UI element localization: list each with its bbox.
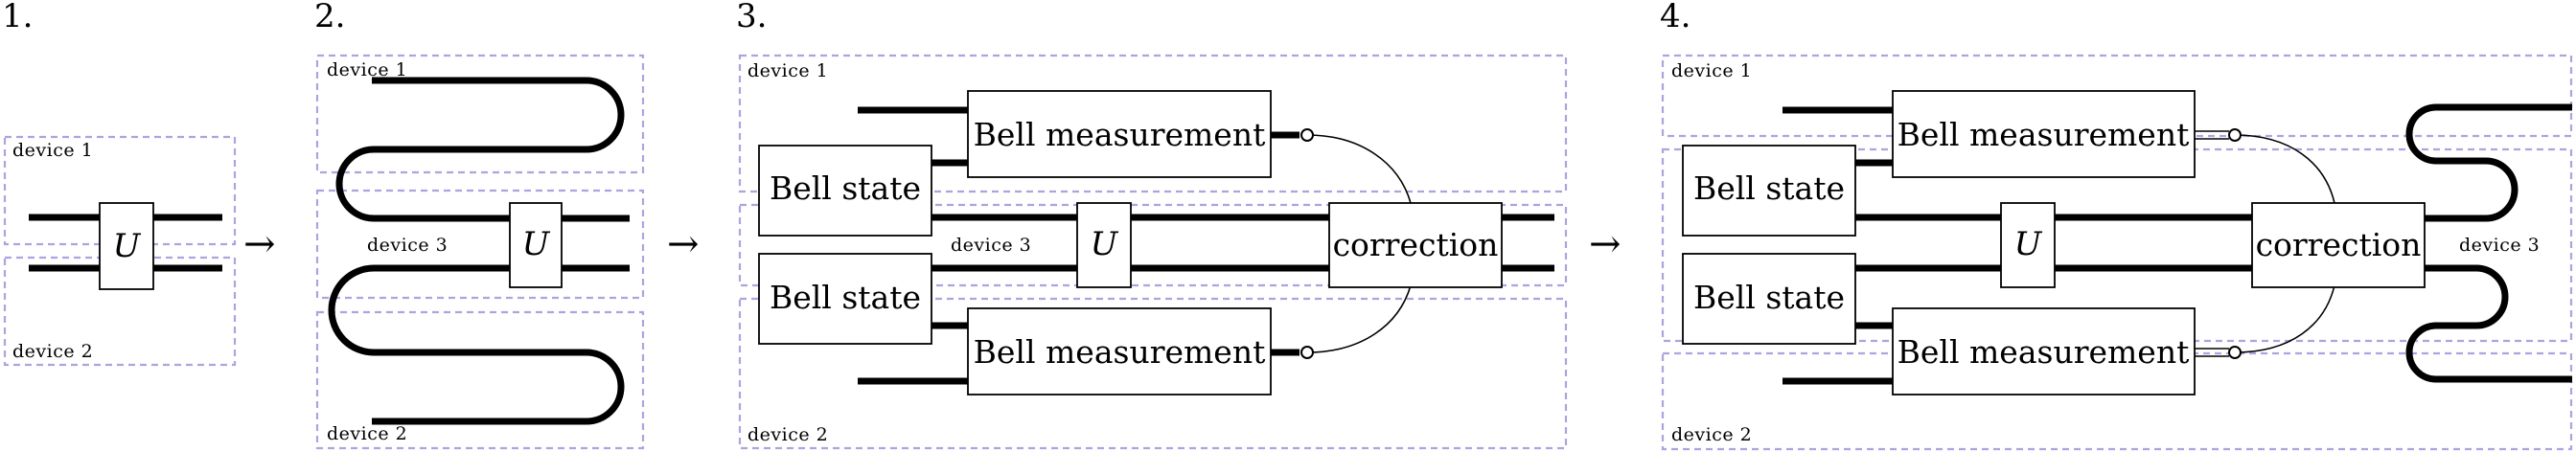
measurement-outcome-dot xyxy=(1300,346,1314,359)
correction-label: correction xyxy=(1333,226,1499,263)
bell-measurement-label: Bell measurement xyxy=(1898,333,2190,371)
unitary-gate xyxy=(509,202,563,288)
arrow-1: → xyxy=(243,222,276,266)
correction-label: correction xyxy=(2256,226,2422,263)
bell-measurement-box-top xyxy=(1892,90,2196,178)
bell-state-box-top xyxy=(758,145,932,237)
device-3-label: device 3 xyxy=(367,235,448,256)
snake-wire-top xyxy=(2405,103,2572,222)
unitary-label: U xyxy=(2014,225,2043,263)
bell-measurement-label: Bell measurement xyxy=(1898,116,2190,153)
device-2-label: device 2 xyxy=(748,424,828,445)
device-2-region xyxy=(738,297,1568,450)
device-1-label: device 1 xyxy=(748,60,828,81)
measurement-outcome-dot xyxy=(1300,128,1314,142)
bell-state-box-top xyxy=(1682,145,1856,237)
panel-4: 4. device 1 device 3 device 2 Bell state… xyxy=(1660,0,2573,451)
device-3-region xyxy=(315,189,645,300)
unitary-label: U xyxy=(522,225,551,263)
step-number-4: 4. xyxy=(1660,0,1690,35)
bell-measurement-box-top xyxy=(967,90,1272,178)
classical-wire-bottom xyxy=(1306,284,1412,353)
device-2-label: device 2 xyxy=(1671,424,1752,445)
unitary-gate xyxy=(2000,202,2056,288)
panel-1: 1. device 1 device 2 U xyxy=(2,0,237,367)
snake-wire-bottom xyxy=(328,264,630,425)
step-number-3: 3. xyxy=(736,0,767,35)
bell-measurement-box-bottom xyxy=(967,307,1272,396)
device-2-region xyxy=(315,310,645,450)
classical-wire-top xyxy=(2234,134,2335,204)
device-3-label: device 3 xyxy=(951,235,1031,256)
bell-state-label: Bell state xyxy=(770,279,921,316)
device-2-label: device 2 xyxy=(327,423,407,444)
bell-measurement-label: Bell measurement xyxy=(974,333,1266,371)
device-1-region xyxy=(738,54,1568,193)
classical-wire-top xyxy=(1306,134,1412,204)
device-2-label: device 2 xyxy=(12,341,93,362)
device-3-region xyxy=(738,203,1568,287)
measurement-outcome-dot xyxy=(2228,346,2242,359)
device-1-label: device 1 xyxy=(1671,60,1752,81)
correction-box xyxy=(1328,202,1503,288)
panel-3: 3. device 1 device 3 device 2 Bell state… xyxy=(736,0,1568,450)
device-1-label: device 1 xyxy=(327,59,407,80)
classical-wire-bottom xyxy=(2234,284,2335,353)
arrow-3: → xyxy=(1589,222,1622,266)
bell-state-box-bottom xyxy=(758,253,932,345)
bell-measurement-box-bottom xyxy=(1892,307,2196,396)
unitary-label: U xyxy=(113,227,142,265)
arrow-2: → xyxy=(667,222,700,266)
unitary-gate xyxy=(99,202,154,290)
step-number-1: 1. xyxy=(2,0,33,35)
bell-state-label: Bell state xyxy=(770,170,921,207)
unitary-gate xyxy=(1076,202,1132,288)
measurement-outcome-dot xyxy=(2228,128,2242,142)
snake-wire-top xyxy=(335,77,630,222)
panel-2: 2. device 1 device 3 device 2 U xyxy=(314,0,645,450)
correction-box xyxy=(2251,202,2426,288)
device-3-label: device 3 xyxy=(2459,235,2540,256)
bell-state-box-bottom xyxy=(1682,253,1856,345)
bell-measurement-label: Bell measurement xyxy=(974,116,1266,153)
device-1-region xyxy=(315,54,645,174)
unitary-label: U xyxy=(1091,225,1119,263)
step-number-2: 2. xyxy=(314,0,345,35)
device-1-label: device 1 xyxy=(12,140,93,161)
snake-wire-bottom xyxy=(2405,264,2572,383)
bell-state-label: Bell state xyxy=(1693,279,1845,316)
bell-state-label: Bell state xyxy=(1693,170,1845,207)
